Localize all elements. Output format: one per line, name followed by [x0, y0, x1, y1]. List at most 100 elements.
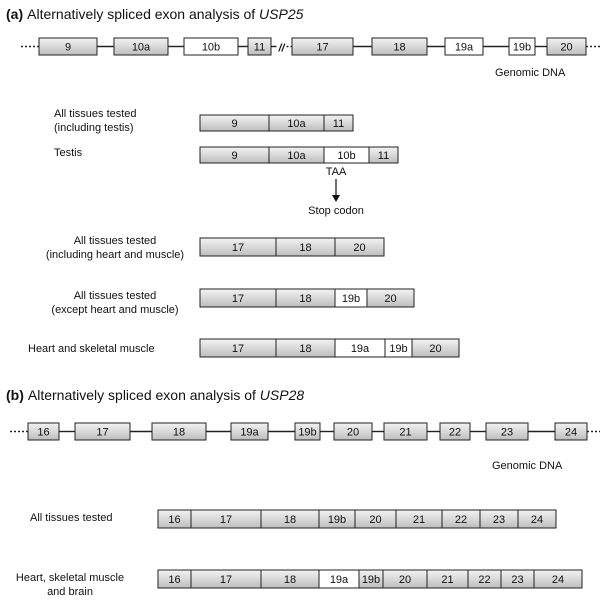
b-t0-exon-21-label: 21: [413, 514, 425, 526]
b-genomic-exon-19a-box: [230, 422, 269, 441]
a-t0-exon-10a-label: 10a: [287, 118, 306, 130]
b-genomic-exon-20-label: 20: [347, 427, 359, 439]
a-t1-exon-11-label: 11: [378, 150, 389, 162]
a-genomic-exon-20-box: [546, 37, 587, 56]
b-t0-exon-16-label: 16: [168, 514, 180, 526]
panel-b-genomic-dna: 16 17 18 19a 19b 20 21 22 23 24: [10, 422, 600, 441]
a-genomic-exon-17-label: 17: [316, 42, 328, 54]
a-genomic-exon-19b-label: 19b: [513, 42, 531, 54]
a-genomic-exon-10b-box: [183, 37, 239, 56]
stop-label: Stop codon: [308, 205, 364, 217]
a-t0-exon-11-box: [323, 114, 354, 132]
a-genomic-exon-10a-label: 10a: [132, 42, 151, 54]
a-genomic-exon-19b-box: [508, 37, 536, 56]
b-t1-exon-20-label: 20: [399, 574, 411, 586]
a-t4-exon-19b-label: 19b: [389, 343, 407, 355]
panel-a-transcript-2: 9 10a 10b 11: [199, 146, 399, 164]
b-t0-exon-17-label: 17: [220, 514, 232, 526]
a-t5-label-1: Heart and skeletal muscle: [28, 343, 155, 355]
a-t3-exon-19b-label: 19b: [342, 293, 360, 305]
a-genomic-exon-17-box: [291, 37, 354, 56]
panel-a-transcript-3: 17 18 20: [199, 237, 385, 257]
panel-b-title-text: Alternatively spliced exon analysis of: [28, 387, 260, 403]
b-genomic-exon-16-box: [27, 422, 60, 441]
b-t1-exon-19a-label: 19a: [330, 574, 349, 586]
b-genomic-exon-19b-label: 19b: [298, 427, 316, 439]
a-t2-exon-20-box: [334, 237, 385, 257]
a-t1-label-1: All tissues tested: [54, 108, 137, 120]
b-genomic-exon-17-label: 17: [96, 427, 108, 439]
b-genomic-exon-18-label: 18: [173, 427, 185, 439]
a-t0-exon-11-label: 11: [333, 118, 344, 130]
a-t3-label-2: (including heart and muscle): [46, 249, 184, 261]
a-t3-exon-20-label: 20: [384, 293, 396, 305]
a-t4-exon-17-label: 17: [232, 343, 244, 355]
b-t2-label-1: Heart, skeletal muscle: [16, 572, 124, 584]
stop-arrow-icon: [332, 195, 340, 202]
b-t0-exon-20-label: 20: [369, 514, 381, 526]
b-genomic-exon-18-box: [151, 422, 207, 441]
b-t0-exon-23-label: 23: [493, 514, 505, 526]
a-t1-exon-10b-label: 10b: [337, 150, 355, 162]
panel-b-letter: (b): [6, 387, 24, 403]
b-genomic-exon-20-box: [333, 422, 373, 441]
a-t1-exon-10a-label: 10a: [287, 150, 306, 162]
a-genomic-exon-11-label: 11: [254, 42, 265, 54]
b-t1-exon-24-label: 24: [552, 574, 564, 586]
panel-a-transcript-5: 17 18 19a 19b 20: [199, 338, 460, 358]
panel-a-title: (a)Alternatively spliced exon analysis o…: [6, 6, 304, 22]
a-genomic-exon-19a-label: 19a: [455, 42, 474, 54]
a-genomic-exon-20-label: 20: [560, 42, 572, 54]
b-t1-exon-24-box: [533, 569, 583, 589]
b-genomic-exon-21-label: 21: [399, 427, 411, 439]
b-t0-exon-24-label: 24: [531, 514, 543, 526]
b-genomic-exon-22-label: 22: [449, 427, 461, 439]
b-genomic-exon-23-box: [485, 422, 529, 441]
a-t0-exon-9-label: 9: [231, 118, 237, 130]
b-genomic-exon-19a-label: 19a: [240, 427, 259, 439]
a-genomic-exon-10a-box: [113, 37, 169, 56]
b-t1-exon-22-label: 22: [478, 574, 490, 586]
a-t2-exon-18-label: 18: [299, 242, 311, 254]
b-t1-exon-21-label: 21: [441, 574, 453, 586]
a-genomic-exon-11-box: [247, 37, 272, 56]
a-genomic-exon-9-label: 9: [65, 42, 71, 54]
a-t3-exon-20-box: [366, 288, 415, 308]
a-t1-label-2: (including testis): [54, 122, 133, 134]
panel-a-genomic-label: Genomic DNA: [495, 67, 566, 79]
b-t0-exon-18-label: 18: [284, 514, 296, 526]
b-genomic-exon-19b-box: [294, 422, 321, 441]
panel-a-letter: (a): [6, 6, 23, 22]
a-t2-exon-20-label: 20: [353, 242, 365, 254]
b-genomic-exon-16-label: 16: [37, 427, 49, 439]
b-genomic-exon-17-box: [74, 422, 131, 441]
a-t4-exon-18-label: 18: [299, 343, 311, 355]
panel-b-title: (b)Alternatively spliced exon analysis o…: [6, 387, 304, 403]
panel-b-genomic-label: Genomic DNA: [492, 460, 563, 472]
a-t4-label-2: (except heart and muscle): [51, 304, 178, 316]
a-genomic-exon-18-box: [371, 37, 428, 56]
b-genomic-exon-22-box: [439, 422, 471, 441]
b-genomic-exon-23-label: 23: [501, 427, 513, 439]
codon-label: TAA: [326, 166, 347, 178]
a-genomic-break-symbol: //: [277, 43, 286, 55]
a-t2-label-1: Testis: [54, 147, 83, 159]
a-t4-exon-19a-label: 19a: [351, 343, 370, 355]
a-t3-exon-18-label: 18: [299, 293, 311, 305]
a-t2-exon-17-label: 17: [232, 242, 244, 254]
b-t1-exon-18-label: 18: [284, 574, 296, 586]
b-t0-exon-22-label: 22: [455, 514, 467, 526]
a-t4-exon-20-label: 20: [429, 343, 441, 355]
b-genomic-exon-21-box: [383, 422, 428, 441]
a-genomic-exon-10b-label: 10b: [202, 42, 220, 54]
panel-b-gene: USP28: [260, 387, 305, 403]
b-t0-exon-19b-label: 19b: [328, 514, 346, 526]
b-t1-exon-16-label: 16: [168, 574, 180, 586]
b-t0-exon-24-box: [517, 509, 557, 529]
b-genomic-exon-24-label: 24: [565, 427, 577, 439]
a-t1-exon-9-label: 9: [231, 150, 237, 162]
